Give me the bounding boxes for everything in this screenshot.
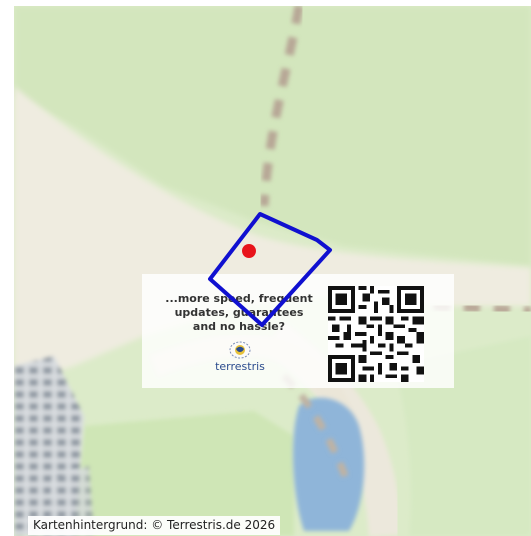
promo-line: and no hassle?: [192, 320, 286, 333]
terrestris-logo-text: terrestris: [215, 360, 265, 373]
trail-south: [281, 373, 353, 488]
promo-line: ...more speed, frequent: [165, 292, 313, 305]
pond: [292, 397, 365, 531]
terrestris-globe-logo: [229, 341, 251, 359]
map-background: [14, 6, 531, 536]
map-viewport[interactable]: ...more speed, frequent updates, guarant…: [14, 6, 531, 536]
promo-text: ...more speed, frequent updates, guarant…: [150, 292, 328, 334]
promo-box[interactable]: ...more speed, frequent updates, guarant…: [142, 274, 454, 388]
lawn-area: [74, 411, 294, 536]
promo-line: updates, guarantees: [174, 306, 304, 319]
qr-code-icon: [328, 286, 424, 382]
map-attribution: Kartenhintergrund: © Terrestris.de 2026: [28, 516, 281, 535]
trail-north: [259, 6, 304, 207]
